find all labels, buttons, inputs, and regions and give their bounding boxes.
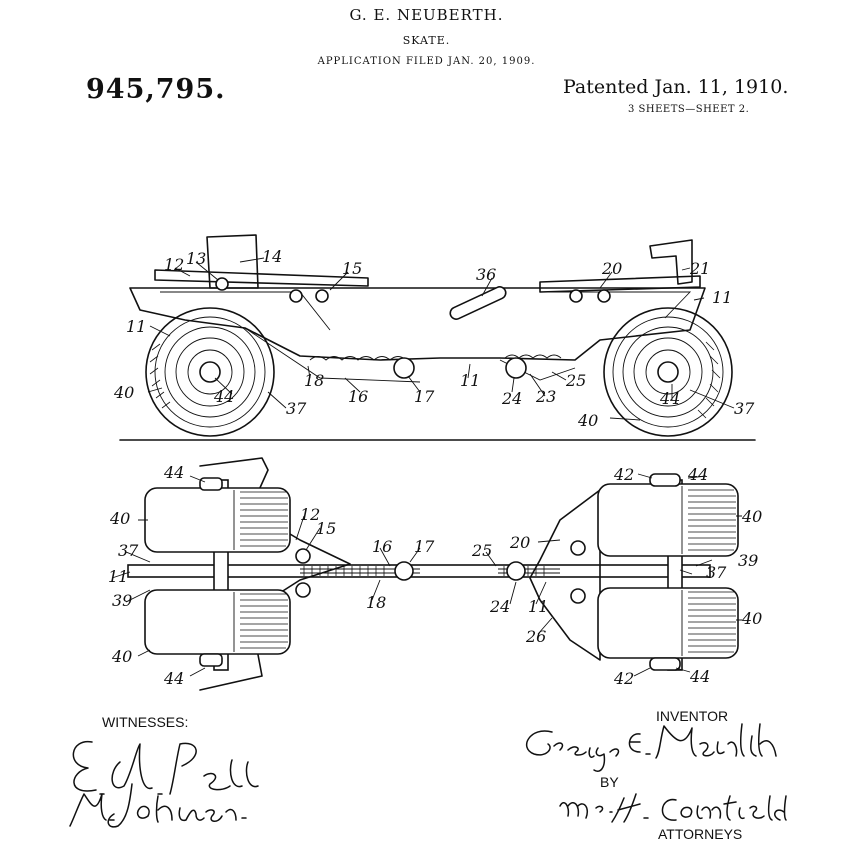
plan-view-figure: 44 42 44 40 12 15 16 17 25 20 40 37 11 3… — [108, 457, 762, 691]
by-label: BY — [600, 774, 619, 790]
wavy-rack-rear — [504, 354, 562, 359]
front-right-wheel — [144, 589, 291, 667]
part-label: 23 — [535, 387, 556, 406]
part-label: 37 — [286, 399, 307, 418]
application-filed-date: APPLICATION FILED JAN. 20, 1909. — [317, 56, 536, 67]
pivot-17 — [394, 561, 414, 581]
part-label: 18 — [304, 371, 324, 390]
part-label: 37 — [734, 399, 755, 418]
part-label: 44 — [163, 463, 184, 482]
witness-signature-2 — [69, 783, 247, 828]
part-label: 40 — [741, 609, 762, 628]
heel-guard-21 — [649, 239, 693, 285]
part-label: 44 — [163, 669, 184, 688]
part-label: 11 — [460, 371, 480, 390]
rivet — [597, 289, 611, 303]
attorneys-label: ATTORNEYS — [658, 826, 743, 842]
part-label: 40 — [577, 411, 598, 430]
front-left-wheel — [144, 477, 291, 553]
part-label: 14 — [262, 247, 282, 266]
part-label: 40 — [109, 509, 130, 528]
patent-number: 945,795. — [86, 74, 226, 105]
part-label: 21 — [689, 259, 710, 278]
part-label: 26 — [525, 627, 546, 646]
invention-title: SKATE. — [402, 34, 451, 47]
part-label: 17 — [414, 537, 435, 556]
rear-right-wheel — [597, 587, 739, 671]
part-label: 12 — [164, 255, 184, 274]
toe-pivot-13 — [215, 277, 229, 291]
inventor-name: G. E. NEUBERTH. — [349, 6, 504, 24]
part-label: 11 — [108, 567, 128, 586]
toe-clamp-14 — [206, 234, 259, 289]
sheet-count: 3 SHEETS—SHEET 2. — [628, 104, 750, 115]
rivet — [295, 582, 311, 598]
part-label: 37 — [118, 541, 139, 560]
part-label: 39 — [738, 551, 758, 570]
part-label: 40 — [113, 383, 134, 402]
part-label: 44 — [689, 667, 710, 686]
part-label: 24 — [489, 597, 510, 616]
part-label: 24 — [501, 389, 522, 408]
patented-date: Patented Jan. 11, 1910. — [563, 76, 789, 98]
part-label: 44 — [213, 387, 234, 406]
part-label: 40 — [741, 507, 762, 526]
rivet — [295, 548, 311, 564]
front-wheel-side — [145, 307, 275, 437]
inventor-label: INVENTOR — [656, 708, 729, 724]
adjusting-slot-36 — [449, 286, 507, 320]
part-label: 40 — [111, 647, 132, 666]
part-label: 36 — [476, 265, 496, 284]
pivot-24 — [505, 357, 527, 379]
rivet — [315, 289, 329, 303]
part-label: 11 — [528, 597, 548, 616]
wavy-rack-front — [309, 356, 407, 361]
part-label: 44 — [659, 389, 680, 408]
rivet — [569, 289, 583, 303]
witnesses-label: WITNESSES: — [102, 714, 189, 730]
part-label: 15 — [316, 519, 336, 538]
pivot-24 — [506, 561, 526, 581]
toe-plate — [154, 269, 369, 287]
part-label: 20 — [509, 533, 530, 552]
part-label: 15 — [342, 259, 362, 278]
side-elevation-figure: 12 13 14 15 36 20 21 11 11 40 44 18 16 1… — [113, 234, 756, 441]
rivet — [570, 540, 586, 556]
heel-plate — [539, 275, 701, 293]
part-label: 20 — [601, 259, 622, 278]
attorney-signature — [559, 793, 787, 823]
part-label: 42 — [613, 669, 634, 688]
part-label: 16 — [348, 387, 368, 406]
part-label: 16 — [372, 537, 392, 556]
rear-left-wheel — [597, 473, 739, 557]
witness-signature-1 — [72, 741, 259, 795]
part-label: 42 — [613, 465, 634, 484]
part-label: 12 — [300, 505, 320, 524]
part-label: 11 — [712, 288, 732, 307]
part-label: 13 — [186, 249, 206, 268]
rear-wheel-side — [603, 307, 733, 437]
central-bar — [127, 564, 711, 578]
inventor-signature — [525, 723, 777, 772]
rivet — [570, 588, 586, 604]
part-label: 18 — [366, 593, 386, 612]
part-label: 25 — [565, 371, 586, 390]
rivet — [289, 289, 303, 303]
part-label: 39 — [112, 591, 132, 610]
part-label: 25 — [471, 541, 492, 560]
part-label: 17 — [414, 387, 435, 406]
skate-frame — [129, 287, 706, 361]
part-label: 44 — [687, 465, 708, 484]
part-label: 11 — [126, 317, 146, 336]
pivot-17 — [393, 357, 415, 379]
part-label: 37 — [706, 563, 727, 582]
